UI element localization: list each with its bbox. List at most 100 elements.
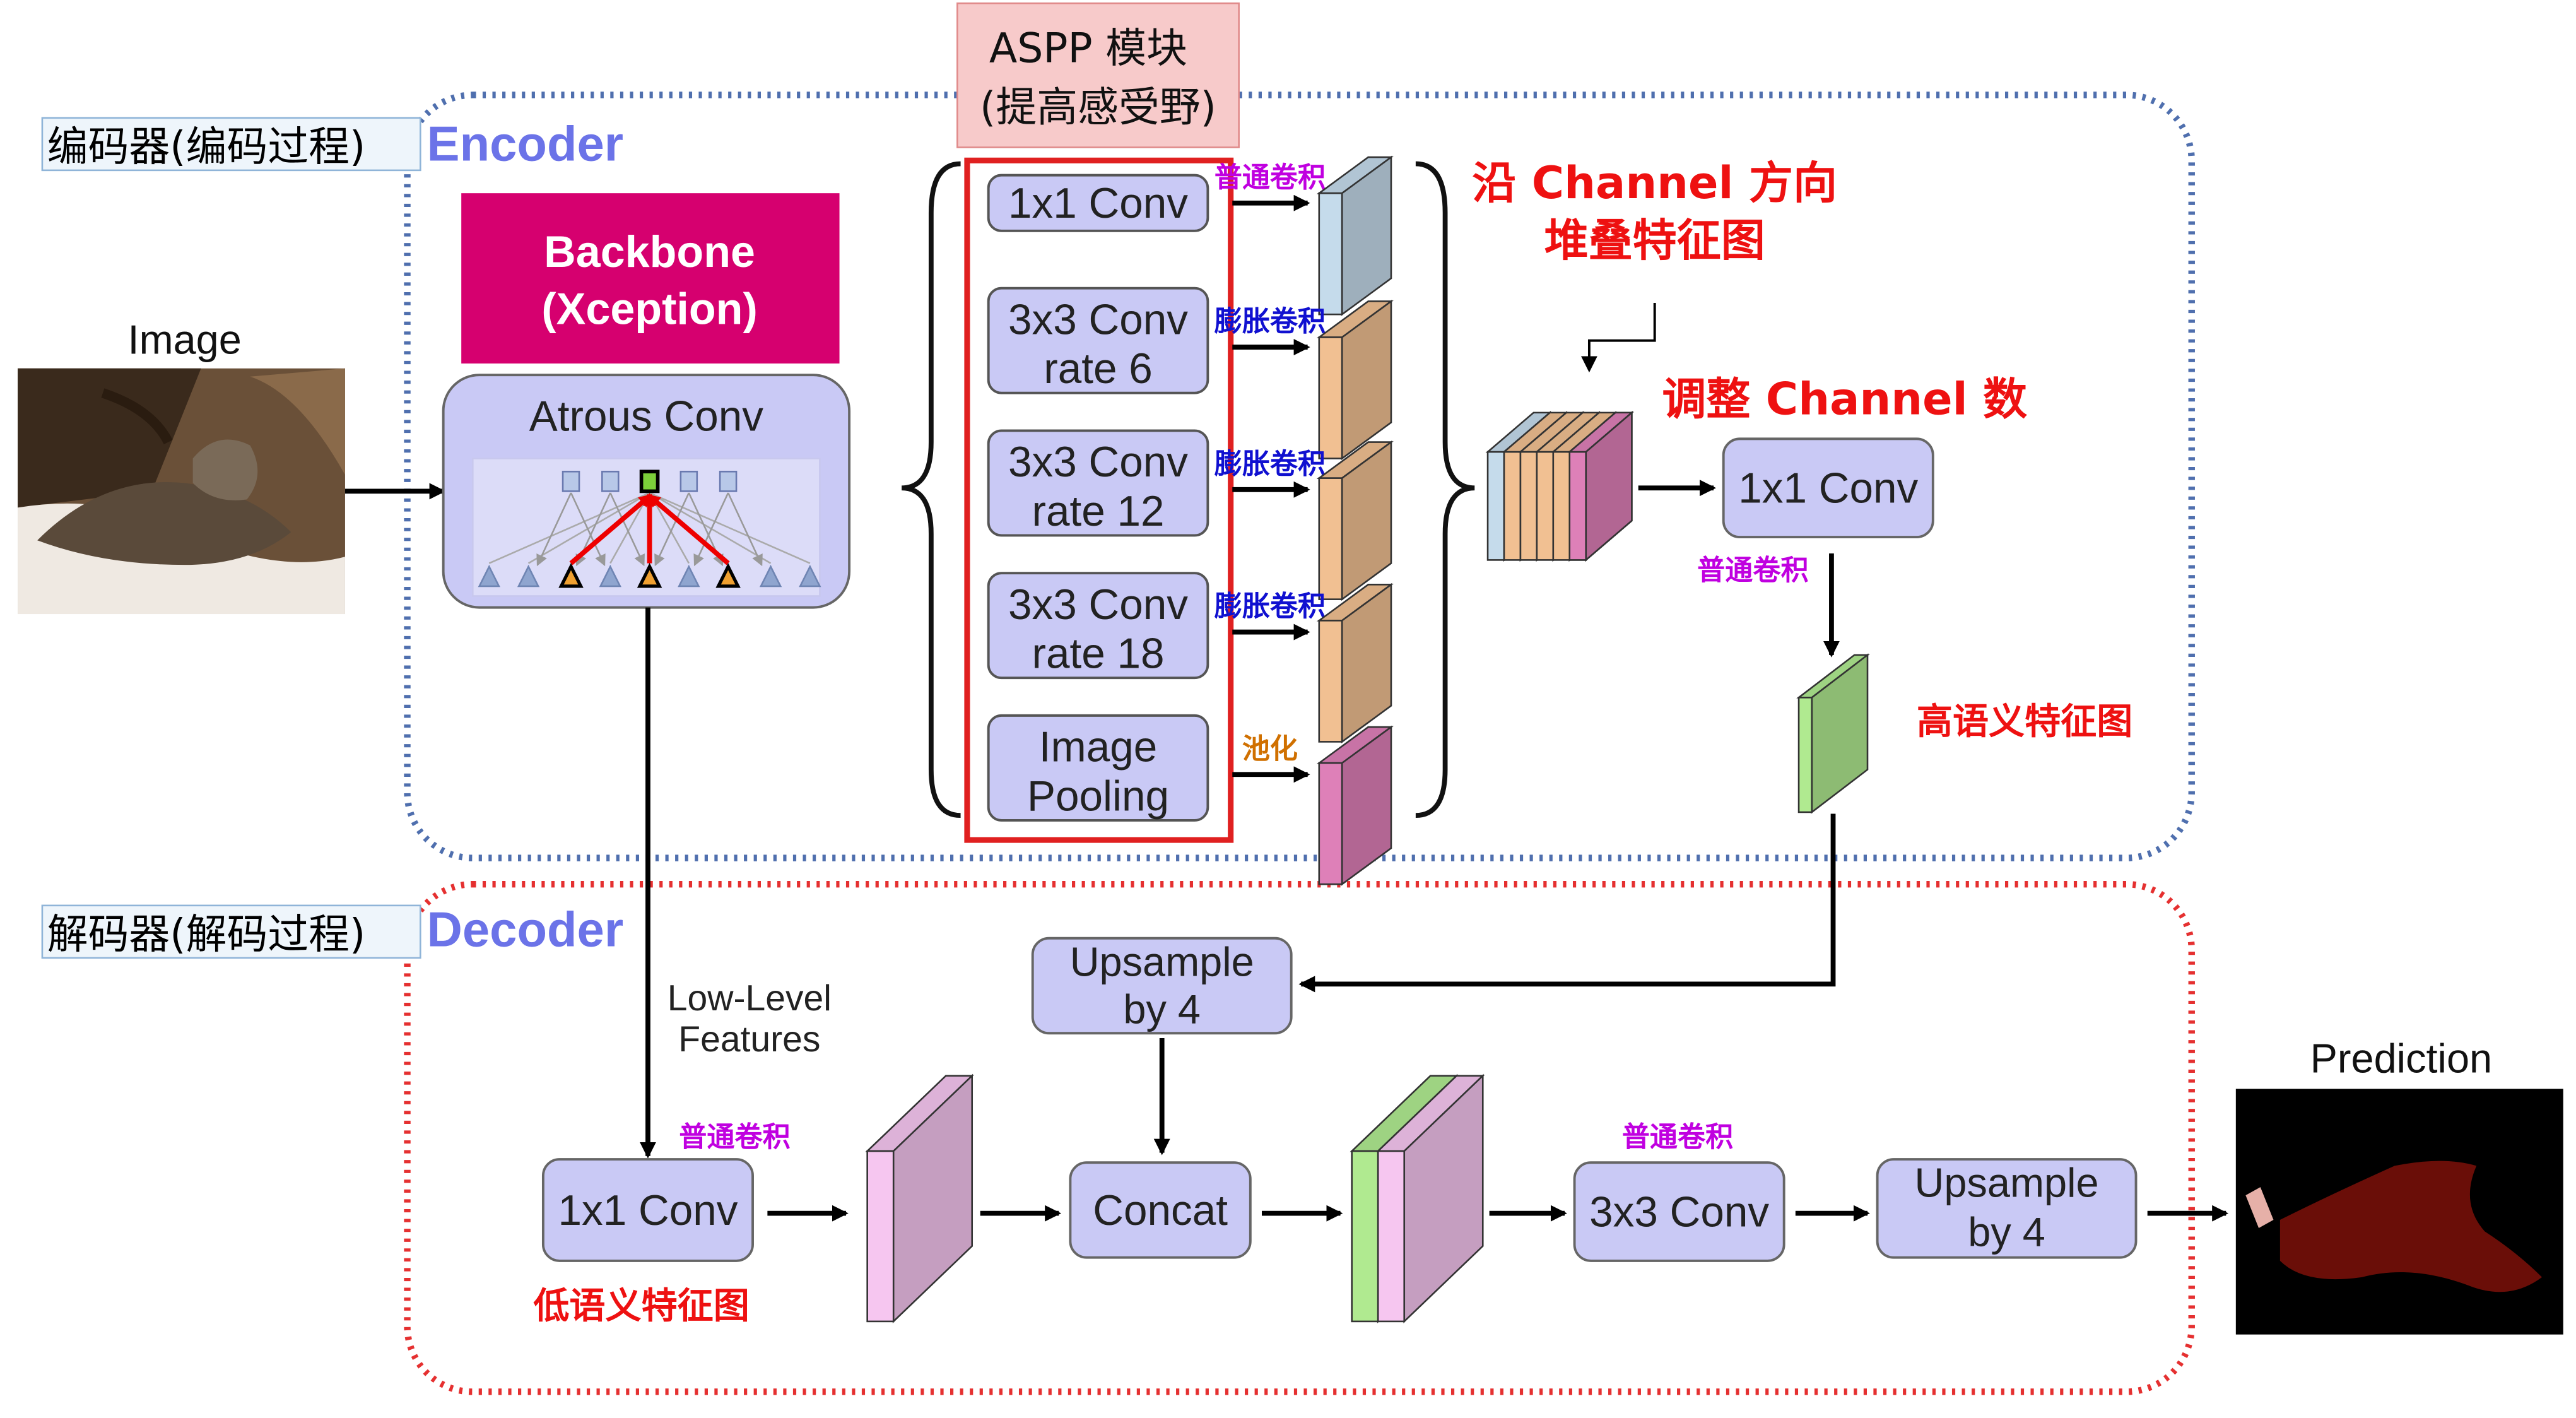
slab-front — [1318, 477, 1343, 600]
decoder-1x1-conv-label: 1x1 Conv — [558, 1187, 738, 1234]
decoder-upsample1-box — [1031, 936, 1293, 1035]
decoder-upsample2-label-2: by 4 — [1968, 1209, 2045, 1255]
encoder-cn-label-box — [41, 117, 421, 172]
aspp-left-brace — [901, 161, 961, 818]
aspp-branch-tag: 池化 — [1242, 733, 1298, 765]
input-cat-photo — [18, 368, 345, 615]
encoder-region — [404, 92, 2195, 861]
slab-side — [1811, 653, 1869, 814]
atrous-gray-arrow — [693, 492, 729, 567]
slab-front — [1519, 451, 1538, 561]
aspp-concat-featuremap-stack — [1485, 411, 1634, 562]
aspp-module-border — [964, 157, 1234, 843]
aspp-branch-featuremap — [1316, 299, 1394, 461]
high-semantic-slab — [1796, 653, 1870, 814]
slab-front — [1318, 336, 1343, 459]
atrous-gray-link — [488, 492, 650, 564]
prediction-mask — [2235, 1089, 2563, 1335]
aspp-branch-featuremap — [1316, 440, 1394, 601]
atrous-output-node — [639, 470, 660, 493]
slab-front — [866, 1150, 895, 1323]
atrous-output-node — [719, 470, 738, 492]
aspp-branch-label-2: rate 6 — [1044, 345, 1153, 393]
stack-note-1: 沿 Channel 方向 — [1472, 157, 1837, 209]
decoder-1x1-conv-tag: 普通卷积 — [679, 1121, 790, 1153]
aspp-branch-label-2: rate 18 — [1032, 630, 1165, 678]
aspp-branch-label-1: 3x3 Conv — [1008, 439, 1188, 486]
high-semantic-featuremap — [1796, 653, 1870, 814]
aspp-subtitle: (提高感受野) — [980, 84, 1216, 131]
atrous-input-node — [599, 564, 621, 588]
backbone-subtitle: (Xception) — [541, 285, 757, 334]
slab-front — [1486, 451, 1505, 561]
atrous-red-link — [647, 493, 730, 565]
aspp-branch-box — [987, 429, 1209, 537]
adjust-channel-note: 调整 Channel 数 — [1662, 373, 2028, 425]
atrous-gray-arrow — [727, 492, 763, 567]
low-level-label-1: Low-Level — [668, 978, 832, 1019]
concat-fm-pink — [1375, 1073, 1485, 1323]
stack-layer-front — [1567, 411, 1634, 562]
aspp-branch-label-1: 3x3 Conv — [1008, 581, 1188, 629]
aspp-branch-label-1: 3x3 Conv — [1008, 296, 1188, 343]
low-level-label-2: Features — [678, 1019, 820, 1060]
encoder-cn-label: 编码器(编码过程) — [47, 123, 366, 170]
atrous-red-link — [569, 493, 652, 565]
aspp-branch-tag: 膨胀卷积 — [1214, 448, 1326, 480]
decoder-3x3-conv-box — [1573, 1161, 1785, 1262]
decoder-3x3-conv-tag: 普通卷积 — [1622, 1121, 1733, 1153]
aspp-branch-tag: 膨胀卷积 — [1214, 305, 1326, 338]
concatenated-featuremap — [1350, 1073, 1485, 1323]
low-semantic-label: 低语义特征图 — [533, 1285, 749, 1327]
atrous-output-node — [562, 470, 580, 492]
decoder-cn-label: 解码器(解码过程) — [47, 911, 366, 958]
encoder-1x1-conv-label: 1x1 Conv — [1738, 465, 1918, 512]
decoder-1x1-conv-box — [541, 1158, 754, 1262]
atrous-input-node — [715, 562, 741, 588]
atrous-gray-arrow — [570, 492, 606, 567]
aspp-branch-tag: 普通卷积 — [1214, 162, 1326, 194]
decoder-3x3-conv-label: 3x3 Conv — [1589, 1188, 1769, 1236]
decoder-upsample2-box — [1876, 1158, 2138, 1259]
atrous-output-node — [679, 470, 698, 492]
atrous-input-node — [678, 564, 700, 588]
atrous-input-node — [637, 562, 662, 588]
encoder-1x1-conv-box — [1722, 437, 1934, 539]
slab-front — [1318, 762, 1343, 885]
atrous-gray-arrow — [609, 492, 645, 567]
slab-front — [1351, 1150, 1379, 1323]
atrous-gray-arrow — [536, 492, 572, 567]
aspp-branch-box — [987, 174, 1209, 232]
atrous-gray-link — [527, 492, 650, 564]
aspp-branch-label-2: Pooling — [1027, 772, 1169, 820]
encoder-en-label: Encoder — [427, 117, 623, 171]
slab-front — [1797, 697, 1813, 813]
decoder-region — [404, 880, 2195, 1395]
atrous-output-node — [601, 470, 620, 492]
aspp-right-brace — [1415, 161, 1475, 818]
aspp-branch-featuremap — [1316, 725, 1394, 886]
atrous-input-node — [478, 564, 500, 588]
atrous-conv-illustration — [472, 458, 821, 597]
prediction-label: Prediction — [2310, 1036, 2492, 1082]
stack-note-arrow — [1580, 303, 1656, 373]
aspp-branch-box — [987, 714, 1209, 822]
atrous-input-node — [759, 564, 782, 588]
slab-front — [1377, 1150, 1406, 1323]
aspp-branch-box — [987, 287, 1209, 394]
slab-front — [1318, 192, 1343, 316]
atrous-input-node — [517, 564, 540, 588]
slab-front — [1568, 451, 1587, 561]
aspp-title-box — [956, 2, 1240, 148]
image-label: Image — [128, 316, 242, 362]
backbone-title: Backbone — [544, 227, 755, 276]
aspp-branch-featuremap — [1316, 155, 1394, 316]
slab-front — [1318, 620, 1343, 743]
aspp-branch-label-2: rate 12 — [1032, 488, 1165, 535]
backbone-box — [461, 193, 840, 364]
